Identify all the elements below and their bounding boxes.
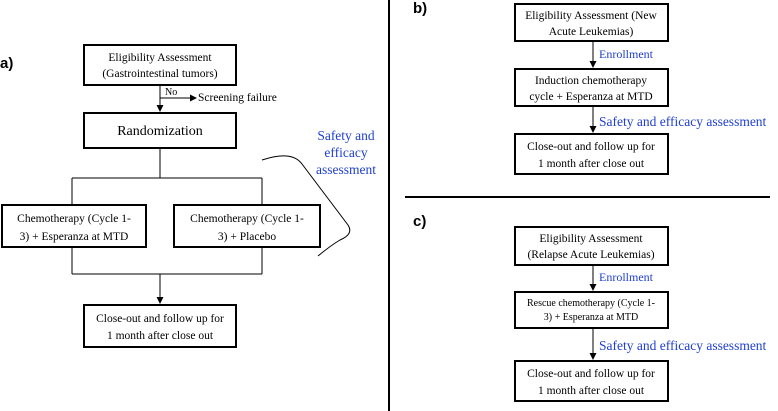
panel-b-eligibility-line2: Acute Leukemias) <box>549 26 634 38</box>
panel-c-rescue-box <box>514 291 669 329</box>
panel-a-brace <box>261 155 351 257</box>
panel-b-induction-line2: cycle + Esperanza at MTD <box>529 91 652 103</box>
panel-a-label: a) <box>0 55 13 72</box>
panel-b-closeout-line1: Close-out and follow up for <box>527 141 655 153</box>
panel-c-safety: Safety and efficacy assessment <box>599 338 767 353</box>
panel-c-rescue-line1: Rescue chemotherapy (Cycle 1- <box>527 298 655 309</box>
panel-b-safety: Safety and efficacy assessment <box>599 114 767 129</box>
panel-b-closeout-box <box>514 133 669 175</box>
panel-a-arm1-line1: Chemotherapy (Cycle 1- <box>17 213 131 225</box>
panel-c-closeout-line2: 1 month after close out <box>538 385 645 397</box>
panel-a-no-label: No <box>165 87 177 98</box>
panel-b-label: b) <box>413 0 427 17</box>
panel-a-closeout-line1: Close-out and follow up for <box>96 313 224 325</box>
panel-a-eligibility-line1: Eligibility Assessment <box>108 52 212 64</box>
panel-a-screening-failure: Screening failure <box>198 92 277 104</box>
panel-a-arm2-box <box>173 204 321 248</box>
panel-a-safety-line2: efficacy <box>324 145 367 160</box>
panel-b-induction-box <box>514 68 669 107</box>
panel-b-induction-line1: Induction chemotherapy <box>535 75 647 87</box>
panel-c-enrollment: Enrollment <box>599 270 654 284</box>
panel-c-rescue-line2: 3) + Esperanza at MTD <box>544 312 639 323</box>
panel-a-arm1-box <box>1 204 147 248</box>
panel-a-safety-line1: Safety and <box>317 128 375 143</box>
panel-a-eligibility-line2: (Gastrointestinal tumors) <box>102 68 217 80</box>
panel-c-eligibility-line1: Eligibility Assessment <box>539 233 643 245</box>
panel-a-arm1-line2: 3) + Esperanza at MTD <box>20 231 129 243</box>
panel-a-safety-line3: assessment <box>316 162 376 177</box>
panel-a-eligibility-box <box>83 44 237 86</box>
panel-c-label: c) <box>413 213 426 230</box>
panel-b-eligibility-box <box>514 3 669 42</box>
panel-a-closeout-line2: 1 month after close out <box>107 330 214 342</box>
panel-b-eligibility-line1: Eligibility Assessment (New <box>525 10 657 22</box>
panel-c-eligibility-box <box>514 226 669 266</box>
panel-b-enrollment: Enrollment <box>599 47 654 61</box>
panel-b-closeout-line2: 1 month after close out <box>538 158 645 170</box>
panel-c-eligibility-line2: (Relapse Acute Leukemias) <box>527 249 654 261</box>
panel-c-closeout-line1: Close-out and follow up for <box>527 368 655 380</box>
panel-a-closeout-box <box>83 304 237 348</box>
panel-a-arm2-line1: Chemotherapy (Cycle 1- <box>190 213 304 225</box>
panel-c-closeout-box <box>514 360 669 402</box>
panel-a-arm2-line2: 3) + Placebo <box>218 231 276 243</box>
panel-a-randomization: Randomization <box>117 124 203 139</box>
